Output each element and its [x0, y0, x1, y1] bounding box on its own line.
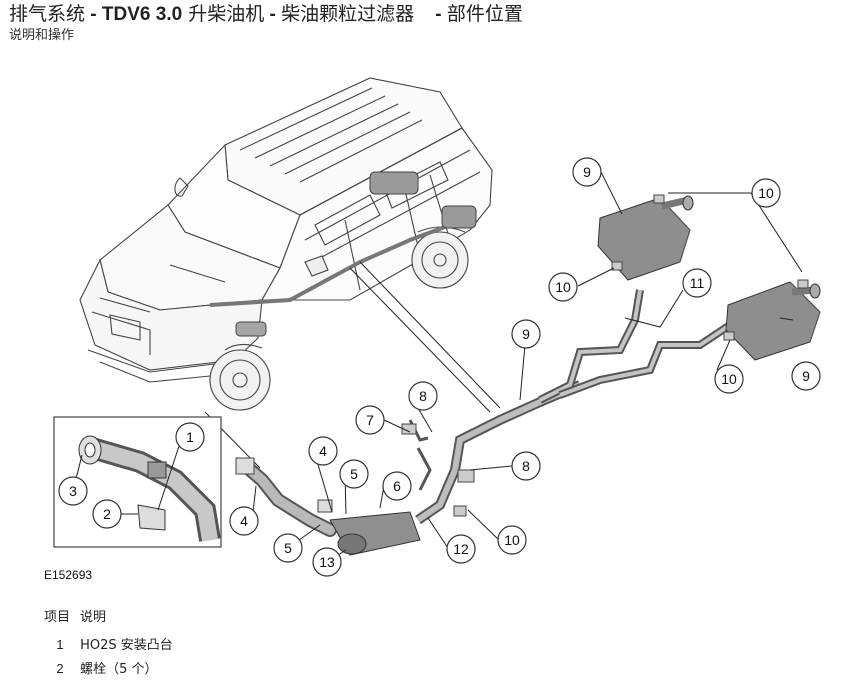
callout-5-upper: 5 — [339, 459, 369, 489]
exhaust-diagram: 1 2 3 4 4 5 5 6 7 8 8 9 9 9 10 10 10 10 … — [53, 77, 821, 577]
legend-row: 2 螺栓（5 个） — [44, 657, 173, 681]
callout-11: 11 — [682, 268, 712, 298]
callout-10-left: 10 — [548, 272, 578, 302]
callout-3: 3 — [58, 476, 88, 506]
title-separator: - — [414, 4, 447, 25]
legend-row-description: 螺栓（5 个） — [80, 662, 158, 677]
exhaust-assembly — [235, 194, 821, 556]
title-component: 柴油颗粒过滤器 — [281, 3, 415, 25]
svg-text:7: 7 — [366, 412, 374, 428]
callout-8-right: 8 — [511, 451, 541, 481]
callouts: 1 2 3 4 4 5 5 6 7 8 8 9 9 9 10 10 10 10 … — [58, 157, 821, 577]
callout-2: 2 — [92, 499, 122, 529]
svg-text:10: 10 — [504, 532, 520, 548]
callout-6: 6 — [382, 471, 412, 501]
callout-10-bottom: 10 — [497, 525, 527, 555]
detail-inset — [53, 416, 222, 548]
title-separator: - — [85, 4, 102, 25]
callout-8-upper: 8 — [408, 381, 438, 411]
callout-5-lower: 5 — [273, 533, 303, 563]
callout-9-right: 9 — [791, 361, 821, 391]
page-subtitle: 说明和操作 — [9, 28, 75, 43]
legend-row-description: HO2S 安装凸台 — [80, 638, 173, 653]
legend-row: 1 HO2S 安装凸台 — [44, 633, 173, 657]
legend-col-desc: 说明 — [80, 610, 107, 625]
svg-text:2: 2 — [103, 506, 111, 522]
title-system: 排气系统 — [9, 3, 86, 25]
svg-text:12: 12 — [453, 541, 469, 557]
svg-text:4: 4 — [240, 513, 248, 529]
svg-text:9: 9 — [802, 368, 810, 384]
title-engine-type: 升柴油机 — [182, 3, 265, 25]
title-separator: - — [264, 4, 282, 25]
legend-row-number: 1 — [56, 637, 64, 652]
page-title: 排气系统 - TDV6 3.0 升柴油机 - 柴油颗粒过滤器 - 部件位置 — [9, 2, 523, 27]
callout-10-right: 10 — [714, 364, 744, 394]
title-engine: TDV6 3.0 — [101, 4, 183, 25]
vehicle-exhaust-hint — [209, 171, 477, 337]
svg-text:11: 11 — [690, 275, 705, 291]
svg-text:3: 3 — [69, 483, 77, 499]
parts-legend: 项目说明 1 HO2S 安装凸台 2 螺栓（5 个） — [44, 606, 173, 681]
svg-text:5: 5 — [350, 466, 358, 482]
callout-4-lower: 4 — [229, 506, 259, 536]
callout-7: 7 — [355, 405, 385, 435]
callout-9-middle: 9 — [511, 319, 541, 349]
legend-row-number: 2 — [56, 661, 64, 676]
svg-text:10: 10 — [555, 279, 571, 295]
svg-text:4: 4 — [319, 443, 327, 459]
callout-1: 1 — [175, 422, 205, 452]
callout-9-top: 9 — [572, 157, 602, 187]
callout-12: 12 — [446, 534, 476, 564]
svg-text:10: 10 — [758, 185, 774, 201]
svg-text:1: 1 — [186, 429, 194, 445]
callout-13: 13 — [312, 547, 342, 577]
title-section: 部件位置 — [446, 3, 523, 25]
legend-header: 项目说明 — [44, 606, 173, 625]
callout-10-top: 10 — [751, 178, 781, 208]
svg-text:8: 8 — [522, 458, 530, 474]
svg-text:10: 10 — [721, 371, 737, 387]
svg-text:9: 9 — [522, 326, 530, 342]
svg-text:5: 5 — [284, 540, 292, 556]
figure-id: E152693 — [44, 568, 93, 582]
svg-text:6: 6 — [393, 478, 401, 494]
callout-leaders — [72, 171, 803, 563]
svg-text:8: 8 — [419, 388, 427, 404]
svg-text:13: 13 — [319, 554, 335, 570]
vehicle-illustration — [79, 77, 493, 411]
svg-text:9: 9 — [583, 164, 591, 180]
callout-4-upper: 4 — [308, 436, 338, 466]
legend-col-item: 项目 — [44, 610, 71, 625]
